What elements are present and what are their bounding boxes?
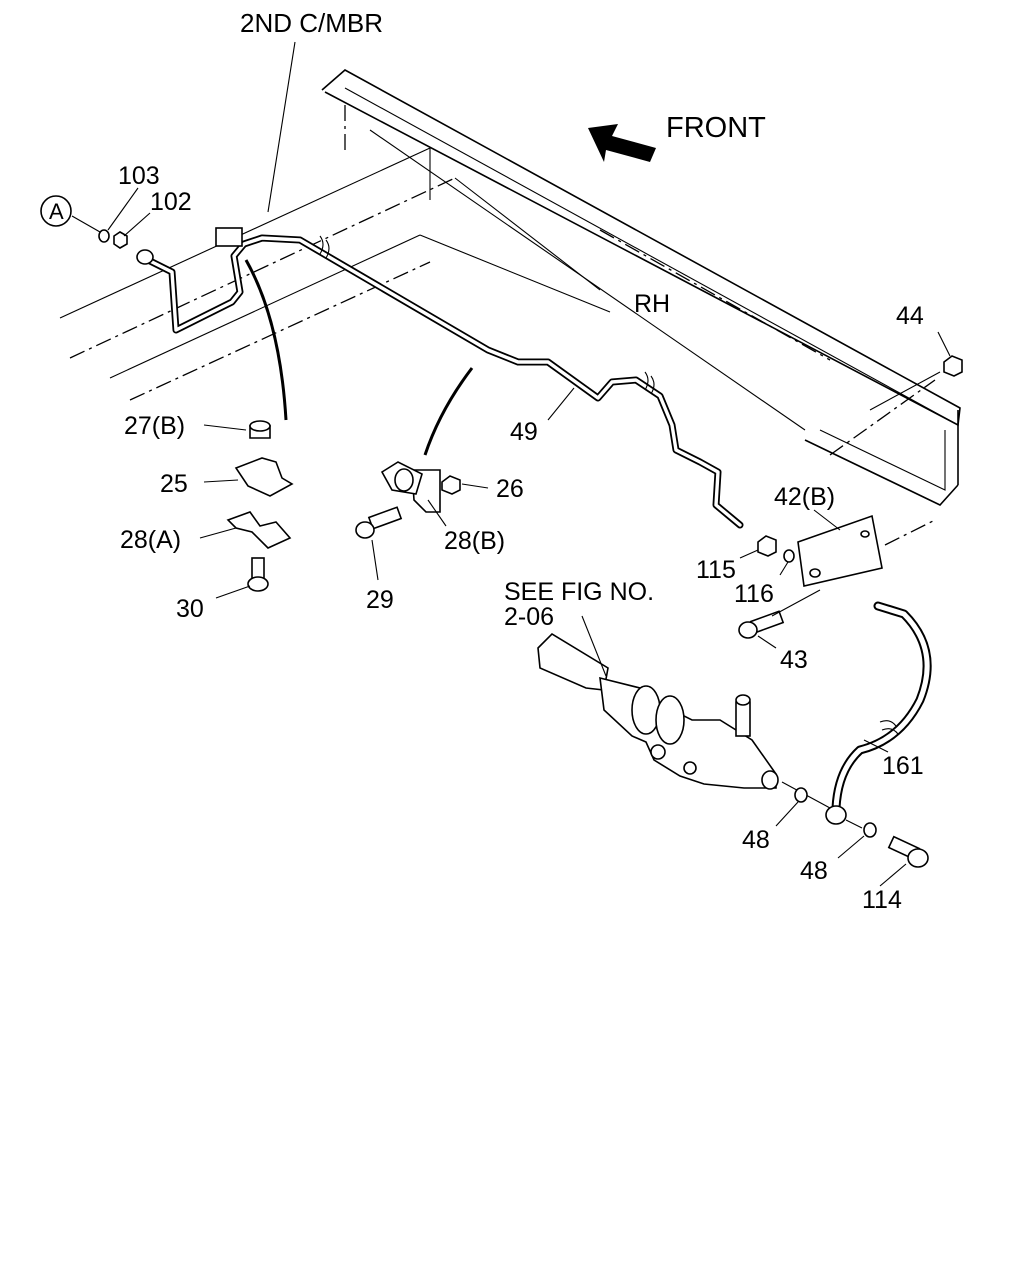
label-103: 103 bbox=[118, 162, 160, 190]
cross-member-title: 2ND C/MBR bbox=[240, 8, 383, 38]
label-116: 116 bbox=[734, 580, 774, 608]
pipe-end-icon bbox=[136, 249, 154, 265]
bolt-29-icon bbox=[355, 506, 403, 539]
washer-116-icon bbox=[783, 549, 795, 563]
label-30: 30 bbox=[176, 595, 204, 623]
nut-44-icon bbox=[943, 355, 963, 377]
clamp-28a-icon bbox=[226, 511, 292, 549]
clutch-slave-cylinder-icon bbox=[537, 632, 779, 790]
label-28b: 28(B) bbox=[444, 527, 505, 555]
pipe-49 bbox=[144, 234, 744, 529]
bolt-43-icon bbox=[738, 610, 785, 639]
nut-102-icon bbox=[113, 231, 128, 249]
label-102: 102 bbox=[150, 188, 192, 216]
label-48-upper: 48 bbox=[742, 826, 770, 854]
bracket-28b-icon bbox=[380, 461, 441, 513]
hose-161 bbox=[825, 601, 932, 825]
front-label: FRONT bbox=[666, 112, 766, 144]
washer-48a-icon bbox=[794, 787, 808, 803]
center-line bbox=[829, 379, 936, 456]
leader-clip-28b bbox=[423, 367, 474, 456]
label-29: 29 bbox=[366, 586, 394, 614]
leader-clip-25 bbox=[244, 259, 288, 421]
label-43: 43 bbox=[780, 646, 808, 674]
clip-25-icon bbox=[234, 457, 294, 497]
label-115: 115 bbox=[696, 556, 736, 584]
pipe-connector-icon bbox=[215, 227, 243, 247]
mount-line bbox=[884, 519, 936, 546]
reference-marker-letter: A bbox=[49, 199, 64, 224]
label-49: 49 bbox=[510, 418, 538, 446]
washer-48b-icon bbox=[863, 822, 877, 838]
label-26: 26 bbox=[496, 475, 524, 503]
label-25: 25 bbox=[160, 470, 188, 498]
label-161: 161 bbox=[882, 752, 924, 780]
leader-lines bbox=[107, 41, 951, 887]
washer-103-icon bbox=[98, 229, 110, 243]
nut-26-icon bbox=[441, 475, 461, 495]
label-28a: 28(A) bbox=[120, 526, 181, 554]
bolt-30-icon bbox=[247, 557, 269, 592]
label-114: 114 bbox=[862, 886, 902, 914]
rh-label: RH bbox=[634, 290, 670, 318]
bolt-114-icon bbox=[887, 835, 929, 868]
reference-marker-a bbox=[40, 195, 72, 227]
label-42b: 42(B) bbox=[774, 483, 835, 511]
label-27b: 27(B) bbox=[124, 412, 185, 440]
label-44: 44 bbox=[896, 302, 924, 330]
frame-rail bbox=[321, 69, 961, 506]
nut-27b-icon bbox=[249, 420, 271, 439]
label-48-lower: 48 bbox=[800, 857, 828, 885]
see-fig-line1: SEE FIG NO. bbox=[504, 578, 654, 606]
nut-115-icon bbox=[757, 535, 777, 557]
front-arrow-icon bbox=[588, 124, 656, 162]
see-fig-line2: 2-06 bbox=[504, 603, 554, 631]
